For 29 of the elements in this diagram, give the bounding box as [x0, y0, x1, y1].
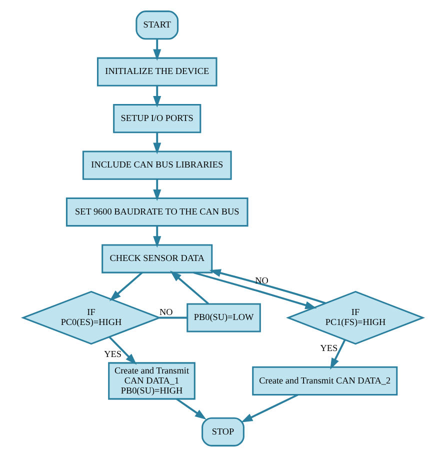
node-box: INCLUDE CAN BUS LIBRARIES	[82, 150, 232, 180]
node-box: SET 9600 BAUDRATE TO THE CAN BUS	[65, 197, 248, 227]
arrow	[152, 86, 161, 108]
node-box: Create and Transmit CAN DATA_1 PB0(SU)=HIGH	[108, 362, 195, 400]
arrow	[330, 339, 346, 370]
edge-label: YES	[320, 342, 338, 353]
arrow	[152, 179, 161, 201]
node-diamond: IF PC1(FS)=HIGH	[286, 290, 425, 345]
arrow	[108, 272, 142, 302]
node-box: START	[135, 10, 178, 40]
arrow	[192, 272, 316, 310]
arrow	[152, 226, 161, 248]
node-box: Create and Transmit CAN DATA_2	[252, 366, 398, 396]
edge-label: YES	[104, 349, 121, 360]
arrow	[208, 269, 326, 304]
node-box: PB0(SU)=LOW	[186, 303, 260, 332]
node-box: CHECK SENSOR DATA	[101, 244, 212, 274]
node-box: INITIALIZE THE DEVICE	[96, 57, 217, 86]
arrow	[152, 38, 161, 61]
node-box: STOP	[201, 417, 244, 446]
edge-label: NO	[254, 276, 268, 286]
arrow	[108, 336, 136, 365]
node-box: SETUP I/O PORTS	[112, 104, 201, 134]
arrow	[240, 394, 298, 422]
arrow	[170, 270, 209, 305]
edge-label: NO	[158, 307, 172, 318]
connector	[159, 316, 187, 319]
arrow	[152, 132, 161, 154]
arrow	[176, 398, 206, 420]
